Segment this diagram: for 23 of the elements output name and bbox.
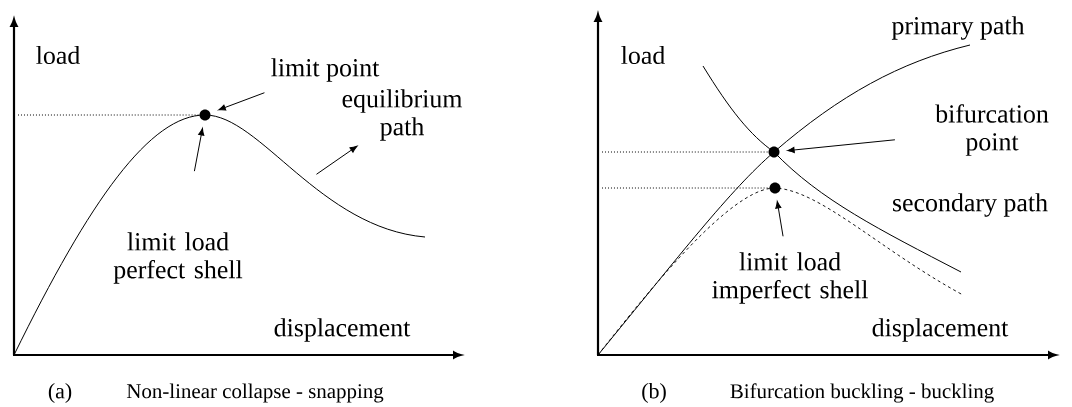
axis-label: displacement bbox=[274, 318, 411, 342]
subfigure-letter: (a) bbox=[48, 383, 72, 403]
curve-label: primary path bbox=[891, 16, 1025, 40]
subfigure-caption: Non-linear collapse - snapping bbox=[126, 383, 384, 403]
point-marker bbox=[199, 109, 211, 121]
callout-text: bifurcation point bbox=[935, 104, 1049, 156]
callout-text: limit point bbox=[271, 58, 380, 82]
leader-arrow bbox=[787, 139, 896, 154]
curve-label: secondary path bbox=[893, 193, 1048, 217]
axis-label: displacement bbox=[872, 318, 1009, 342]
axis-label: load bbox=[36, 45, 80, 65]
point-marker bbox=[768, 146, 780, 158]
leader-arrow bbox=[315, 145, 358, 175]
leader-arrow bbox=[193, 127, 205, 172]
point-marker bbox=[769, 182, 781, 194]
callout-text: limit load perfect shell bbox=[113, 232, 243, 284]
axis-label: load bbox=[621, 45, 665, 65]
subfigure-caption: Bifurcation buckling - buckling bbox=[730, 383, 994, 403]
subfigure-letter: (b) bbox=[642, 383, 666, 403]
leader-arrow bbox=[218, 92, 265, 111]
callout-text: limit load imperfect shell bbox=[712, 252, 868, 304]
leader-arrow bbox=[775, 201, 784, 237]
callout-text: equilibrium path bbox=[342, 89, 463, 141]
